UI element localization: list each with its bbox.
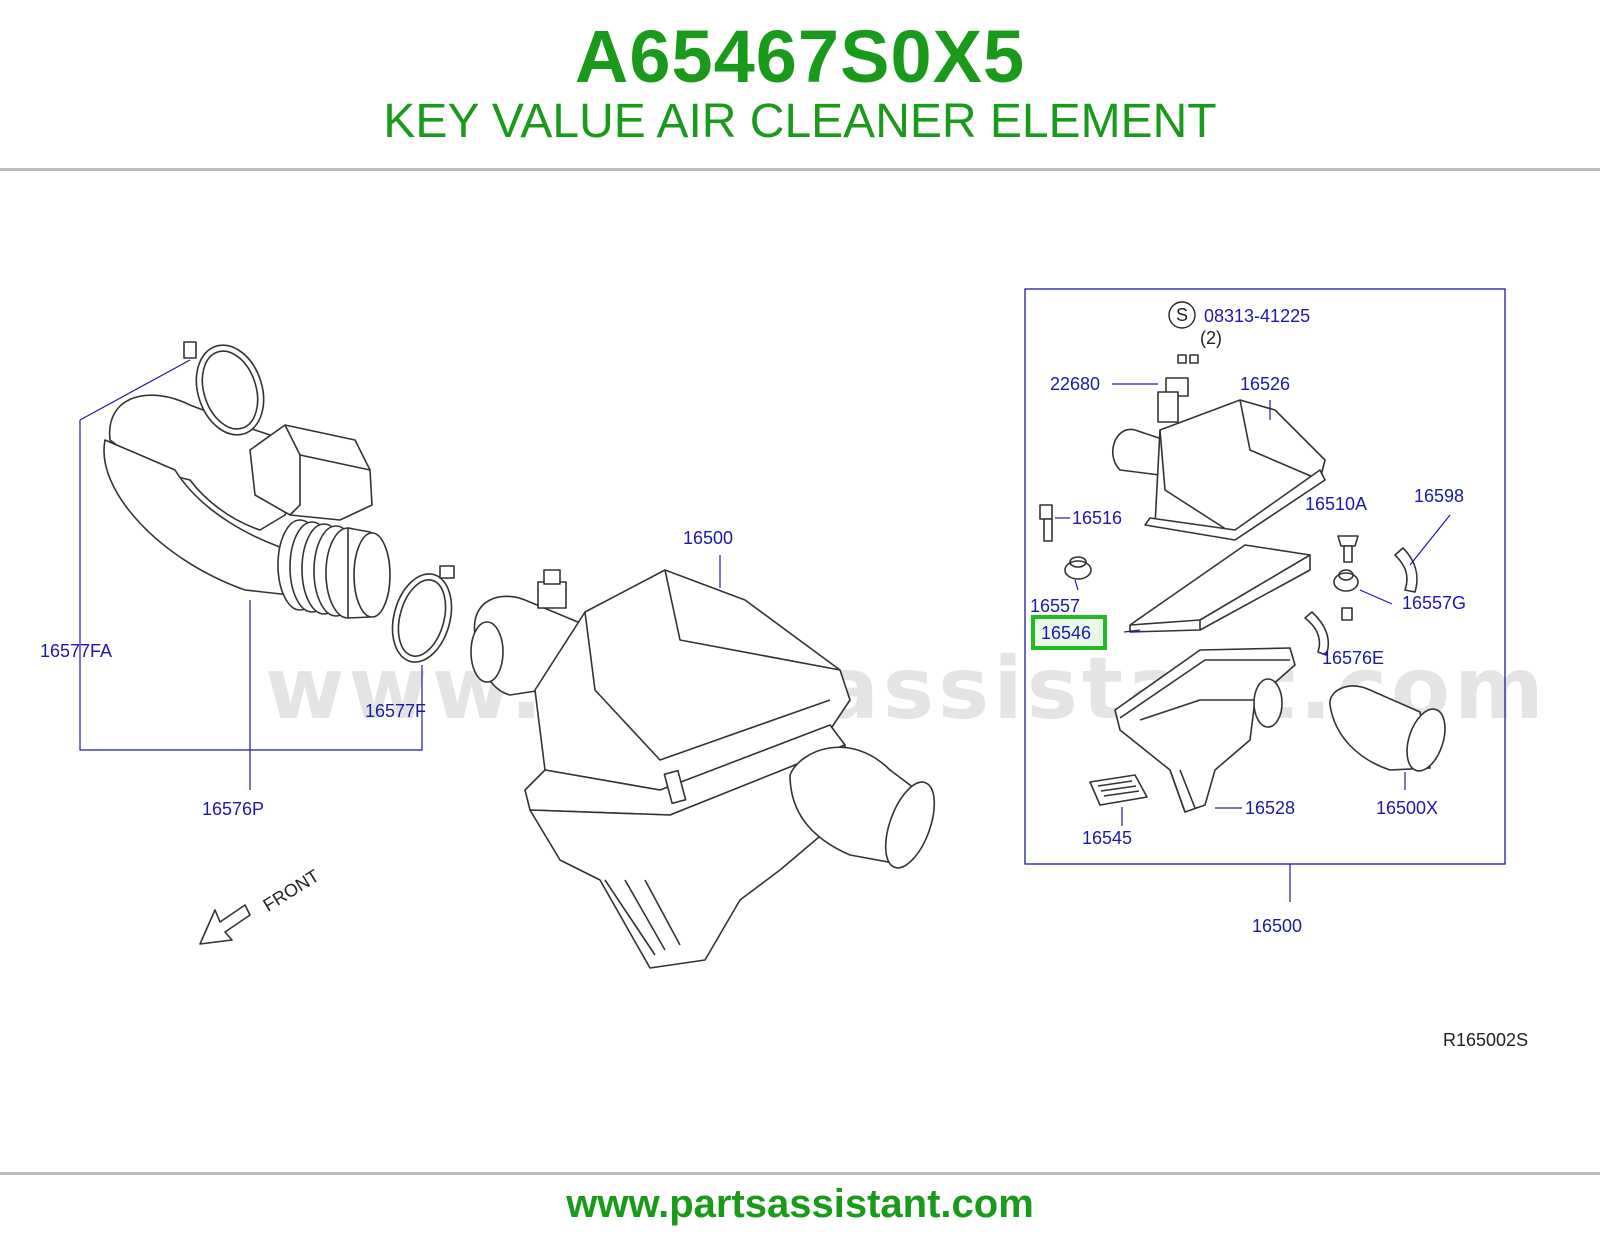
leader-16546 [1123,629,1141,633]
callout-16546[interactable]: 16546 [1041,623,1091,643]
footer-divider [0,1172,1600,1175]
screw-quantity: (2) [1200,328,1222,348]
parts-diagram: www.partsassistant.com 16577FA 16577F [40,288,1544,1050]
callout-08313-41225[interactable]: 08313-41225 [1204,306,1310,326]
part-16516-drawing [1039,504,1053,542]
callout-16577F[interactable]: 16577F [365,701,426,721]
duct-16500X-drawing [1329,685,1446,772]
leader-16577FA [79,359,423,751]
callout-16598[interactable]: 16598 [1414,486,1464,506]
intake-duct-drawing [103,341,455,663]
lower-case-16528-drawing [1114,647,1296,813]
header-divider [0,168,1600,171]
diagram-code: R165002S [1443,1030,1528,1050]
front-direction-arrow: FRONT [199,866,323,945]
front-label: FRONT [260,866,323,916]
callout-16500-main[interactable]: 16500 [683,528,733,548]
part-16557-drawing [1064,556,1092,580]
filter-element-16546-drawing [1129,544,1311,633]
footer-url-link[interactable]: www.partsassistant.com [566,1182,1034,1226]
callout-16526[interactable]: 16526 [1240,374,1290,394]
sensor-22680-drawing [1157,377,1189,423]
callout-16576P[interactable]: 16576P [202,799,264,819]
callout-16500X[interactable]: 16500X [1376,798,1438,818]
leader-16557 [1074,579,1079,591]
upper-cover-16526-drawing [1111,399,1326,541]
callout-16516[interactable]: 16516 [1072,508,1122,528]
callout-16528[interactable]: 16528 [1245,798,1295,818]
screw-symbol: S [1168,301,1196,329]
leader-16598 [1409,514,1451,566]
page-header: A65467S0X5 KEY VALUE AIR CLEANER ELEMENT [0,0,1600,168]
bellows-drawing [277,519,391,619]
part-16598-drawing [1394,547,1418,593]
callout-16557[interactable]: 16557 [1030,596,1080,616]
callout-16576E[interactable]: 16576E [1322,648,1384,668]
part-description: KEY VALUE AIR CLEANER ELEMENT [383,95,1217,148]
callout-16510A[interactable]: 16510A [1305,494,1367,514]
screw-symbol-letter: S [1176,305,1188,325]
part-16576E-drawing [1304,607,1353,656]
label-16545-drawing [1089,774,1148,806]
leader-16557G [1359,589,1393,605]
air-cleaner-assembly-drawing [470,569,936,969]
callout-16500-box[interactable]: 16500 [1252,916,1302,936]
part-16510A-drawing [1337,535,1359,563]
part-number-title: A65467S0X5 [574,15,1026,98]
part-16557G-drawing [1333,569,1359,592]
callout-16577FA[interactable]: 16577FA [40,641,112,661]
callout-16545[interactable]: 16545 [1082,828,1132,848]
callout-22680[interactable]: 22680 [1050,374,1100,394]
highlight-box-16546 [1031,615,1107,650]
exploded-view-frame [1024,288,1506,865]
callout-16557G[interactable]: 16557G [1402,593,1466,613]
